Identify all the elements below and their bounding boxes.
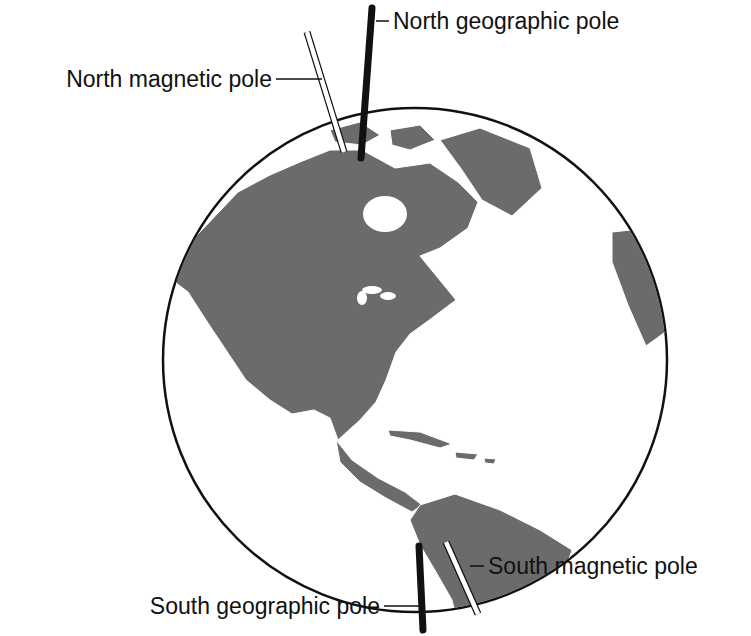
pole-label: South geographic pole [150,595,380,618]
globe-outline [163,108,667,612]
magnetic-axis [446,542,478,614]
leader-lines [276,21,484,606]
geographic-axis [361,8,372,158]
magnetic-axis [446,542,478,614]
geographic-axis [419,546,423,630]
pole-label: South magnetic pole [488,555,698,578]
magnetic-axis [307,32,344,152]
pole-label: North geographic pole [393,10,619,33]
pole-label: North magnetic pole [66,68,272,91]
magnetic-axis [307,32,344,152]
lakes [357,196,407,305]
